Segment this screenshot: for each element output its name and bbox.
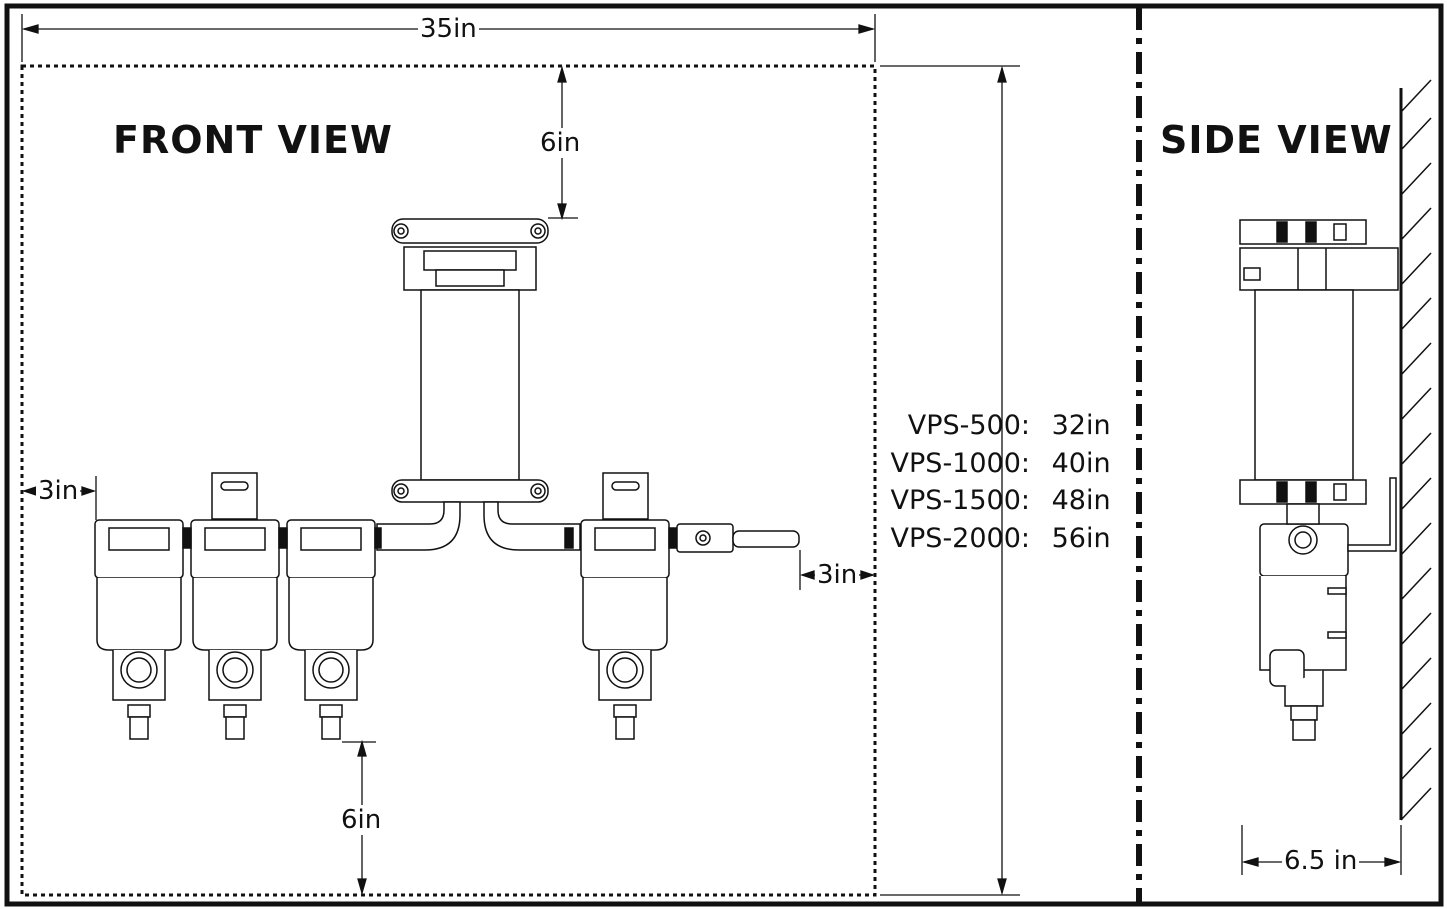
page-frame	[4, 3, 1444, 907]
height-dimension	[880, 65, 1020, 896]
front-filters	[94, 519, 800, 740]
model-height: 48in	[1051, 485, 1111, 516]
model-name: VPS-500:	[907, 410, 1030, 441]
model-name: VPS-1500:	[890, 485, 1030, 516]
right-clearance-label: 3in	[815, 560, 860, 590]
front-clearance-box	[20, 64, 877, 897]
model-name: VPS-1000:	[890, 448, 1030, 479]
model-height: 32in	[1051, 410, 1111, 441]
height-table-row: VPS-1500: 48in	[880, 485, 1111, 516]
bottom-clearance-label: 6in	[339, 805, 384, 835]
height-table-row: VPS-1000: 40in	[880, 448, 1111, 479]
side-view-title: SIDE VIEW	[1160, 118, 1393, 162]
front-equipment	[211, 218, 649, 551]
side-equipment	[1239, 79, 1432, 821]
top-clearance-label: 6in	[538, 128, 583, 158]
depth-dimension-label: 6.5 in	[1282, 846, 1360, 876]
model-name: VPS-2000:	[890, 523, 1030, 554]
model-height: 56in	[1051, 523, 1111, 554]
model-height: 40in	[1051, 448, 1111, 479]
width-dimension-label: 35in	[418, 14, 479, 44]
front-view-title: FRONT VIEW	[113, 118, 393, 162]
height-table-row: VPS-2000: 56in	[880, 523, 1111, 554]
height-table-row: VPS-500: 32in	[880, 410, 1111, 441]
left-clearance-label: 3in	[36, 476, 81, 506]
